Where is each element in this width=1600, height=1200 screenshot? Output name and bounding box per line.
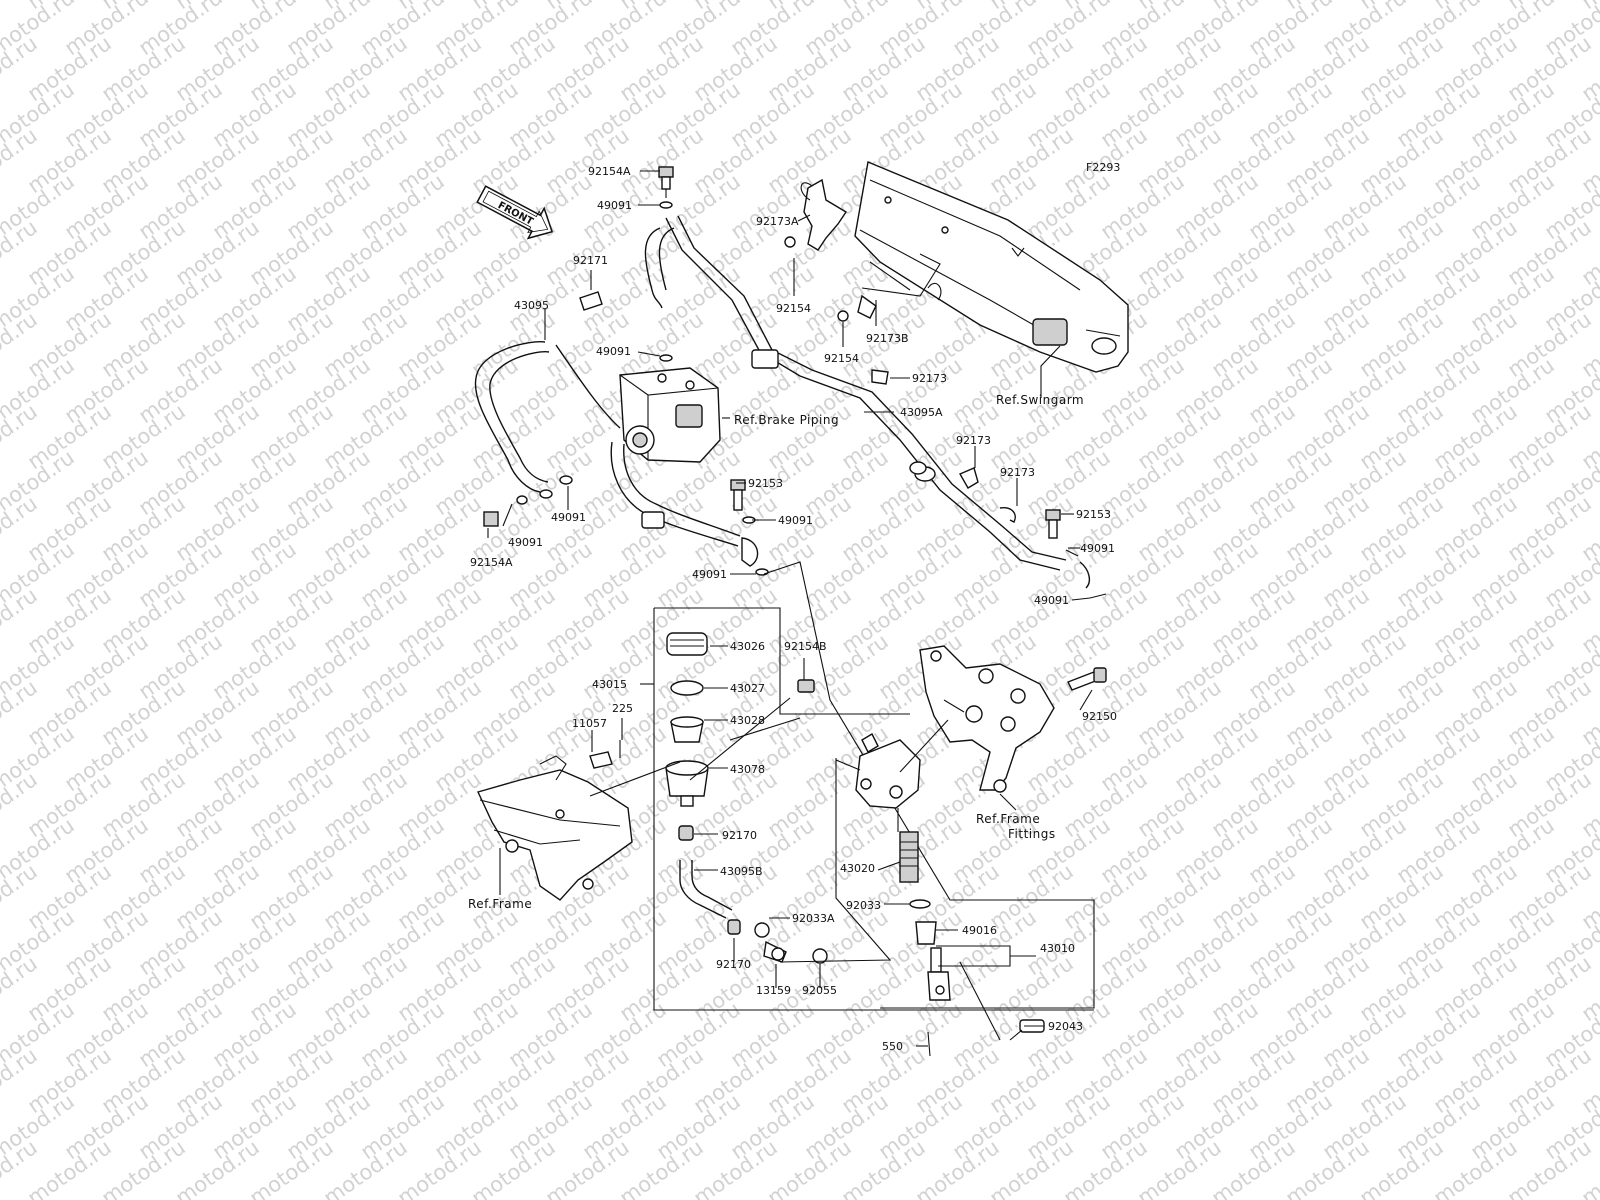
label-49091-a: 49091 xyxy=(597,199,632,212)
label-92153-a: 92153 xyxy=(748,477,783,490)
label-92173A: 92173A xyxy=(756,215,799,228)
label-92154-a: 92154 xyxy=(776,302,811,315)
label-43028: 43028 xyxy=(730,714,765,727)
cotter-pin-550 xyxy=(927,1031,931,1057)
label-225: 225 xyxy=(612,702,633,715)
ring-92055 xyxy=(812,948,828,964)
part-labels: 92154A 49091 92173A 92171 43095 92154 92… xyxy=(468,165,1117,1053)
label-92055: 92055 xyxy=(802,984,837,997)
label-92043: 92043 xyxy=(1048,1020,1083,1033)
label-43026: 43026 xyxy=(730,640,765,653)
label-43078: 43078 xyxy=(730,763,765,776)
boot-49016 xyxy=(915,921,937,945)
label-49091-g: 49091 xyxy=(692,568,727,581)
label-550: 550 xyxy=(882,1040,903,1053)
hose-upper-ABS xyxy=(644,227,663,309)
clamp-92173-right xyxy=(999,507,1016,523)
ring-92033 xyxy=(909,899,931,909)
label-ref-brake-piping: Ref.Brake Piping xyxy=(734,413,839,427)
reservoir-43078 xyxy=(665,760,709,807)
label-92170-b: 92170 xyxy=(716,958,751,971)
label-92154A-top: 92154A xyxy=(588,165,631,178)
hose-clamp-joint xyxy=(751,349,779,369)
label-49091-f: 49091 xyxy=(1080,542,1115,555)
bracket-92173B xyxy=(837,253,942,322)
label-43020: 43020 xyxy=(840,862,875,875)
label-ref-frame: Ref.Frame xyxy=(468,897,532,911)
label-92150: 92150 xyxy=(1082,710,1117,723)
label-ref-frame-fittings-2: Fittings xyxy=(1008,827,1056,841)
group-box-43015 xyxy=(640,607,1094,1011)
clamp-92170-a xyxy=(678,825,694,841)
label-49091-e: 49091 xyxy=(551,511,586,524)
hose-43095 xyxy=(474,341,546,493)
label-92154-b: 92154 xyxy=(824,352,859,365)
clamp-92170-b xyxy=(727,919,741,935)
master-cylinder-43020 xyxy=(855,733,921,883)
hose-43095A xyxy=(665,217,1061,571)
clamp-11057 xyxy=(589,751,613,769)
banjo-bolt-top xyxy=(658,166,674,209)
frame-drawing xyxy=(477,755,633,901)
label-43095B: 43095B xyxy=(720,865,763,878)
label-92033: 92033 xyxy=(846,899,881,912)
label-92170-a: 92170 xyxy=(722,829,757,842)
label-92173-a: 92173 xyxy=(912,372,947,385)
bolt-92154B xyxy=(797,679,815,693)
label-ref-swingarm: Ref.Swingarm xyxy=(996,393,1084,407)
label-92033A: 92033A xyxy=(792,912,835,925)
label-49091-h: 49091 xyxy=(1034,594,1069,607)
label-49091-b: 49091 xyxy=(596,345,631,358)
frame-fittings-bracket xyxy=(919,645,1055,793)
bolt-92150 xyxy=(1067,667,1107,691)
plate-43027 xyxy=(670,680,704,696)
clamp-92171 xyxy=(579,291,603,311)
label-92173-b: 92173 xyxy=(956,434,991,447)
diaphragm-43028 xyxy=(670,716,704,743)
label-ref-frame-fittings-1: Ref.Frame xyxy=(976,812,1040,826)
diagram-code: F2293 xyxy=(1086,161,1120,174)
swingarm-drawing xyxy=(854,161,1129,373)
label-43027: 43027 xyxy=(730,682,765,695)
abs-unit xyxy=(619,367,721,463)
label-92154B: 92154B xyxy=(784,640,827,653)
label-92171: 92171 xyxy=(573,254,608,267)
label-49091-d: 49091 xyxy=(508,536,543,549)
label-92173-c: 92173 xyxy=(1000,466,1035,479)
reservoir-cap-43026 xyxy=(666,632,708,656)
label-49016: 49016 xyxy=(962,924,997,937)
label-92153-b: 92153 xyxy=(1076,508,1111,521)
label-43095A: 43095A xyxy=(900,406,943,419)
washer-49091-a xyxy=(659,354,673,362)
ring-92033A xyxy=(754,922,770,938)
label-43010: 43010 xyxy=(1040,942,1075,955)
label-43015: 43015 xyxy=(592,678,627,691)
leader-lines-upper xyxy=(487,170,1095,1009)
push-rod-43010 xyxy=(927,947,951,1001)
label-92173B: 92173B xyxy=(866,332,909,345)
label-11057: 11057 xyxy=(572,717,607,730)
label-49091-c: 49091 xyxy=(778,514,813,527)
label-13159: 13159 xyxy=(756,984,791,997)
bracket-92173A xyxy=(784,178,847,251)
label-43095: 43095 xyxy=(514,299,549,312)
label-92154A-bottom: 92154A xyxy=(470,556,513,569)
leader-lines-lower xyxy=(499,645,1093,1047)
banjo-bolt-92154A-bottom xyxy=(483,511,499,527)
hose-43095B xyxy=(679,860,727,919)
